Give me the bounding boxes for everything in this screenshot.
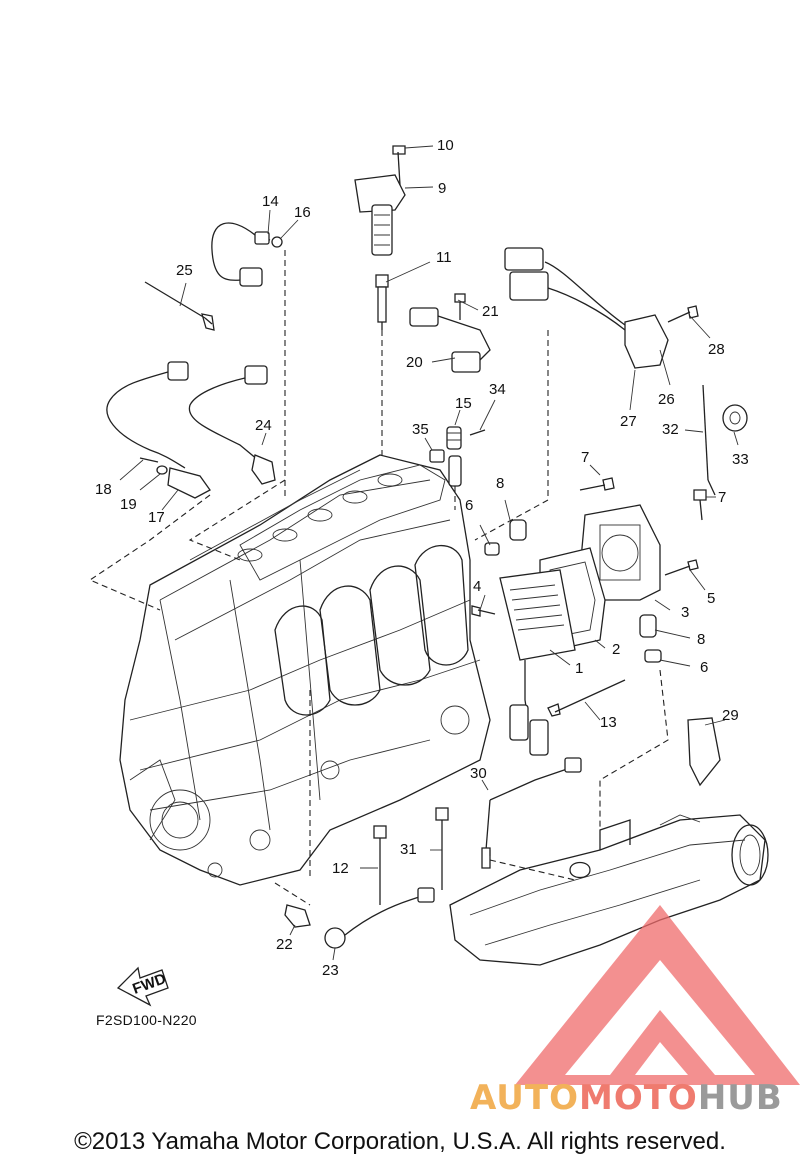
left-sensor-group	[88, 222, 286, 611]
callout-20: 20	[406, 354, 423, 371]
engine-block	[119, 454, 491, 886]
callout-4: 4	[473, 578, 481, 595]
callout-35: 35	[412, 421, 429, 438]
callout-1: 1	[575, 660, 583, 677]
callout-32: 32	[662, 421, 679, 438]
callout-19: 19	[120, 496, 137, 513]
bottom-sensor-group	[274, 669, 721, 949]
callout-numbers: 10 9 14 16 11 25 21 28 20 34 26 15 27 32…	[95, 137, 749, 979]
callout-6b: 6	[700, 659, 708, 676]
callout-33: 33	[732, 451, 749, 468]
callout-10: 10	[437, 137, 454, 154]
callout-7b: 7	[718, 489, 726, 506]
watermark-brand-part3: HUB	[697, 1078, 783, 1118]
callout-24: 24	[255, 417, 272, 434]
callout-8a: 8	[496, 475, 504, 492]
watermark-brand-part1: AUTO	[470, 1078, 579, 1118]
callout-28: 28	[708, 341, 725, 358]
callout-18: 18	[95, 481, 112, 498]
callout-7a: 7	[581, 449, 589, 466]
sensor-20-group	[409, 293, 491, 510]
callout-3: 3	[681, 604, 689, 621]
callout-31: 31	[400, 841, 417, 858]
callout-15: 15	[455, 395, 472, 412]
callout-16: 16	[294, 204, 311, 221]
diagram-code: F2SD100-N220	[96, 1012, 197, 1028]
callout-29: 29	[722, 707, 739, 724]
callout-leaders	[119, 145, 739, 961]
copyright-notice: ©2013 Yamaha Motor Corporation, U.S.A. A…	[74, 1128, 726, 1155]
callout-14: 14	[262, 193, 279, 210]
callout-27: 27	[620, 413, 637, 430]
callout-34: 34	[489, 381, 506, 398]
watermark-brand: AUTOMOTOHUB	[470, 1078, 783, 1118]
callout-25: 25	[176, 262, 193, 279]
callout-13: 13	[600, 714, 617, 731]
fwd-arrow: FWD	[116, 966, 169, 1007]
callout-8b: 8	[697, 631, 705, 648]
watermark-brand-part2: MOTO	[578, 1078, 698, 1118]
callout-17: 17	[148, 509, 165, 526]
callout-6a: 6	[465, 497, 473, 514]
callout-2: 2	[612, 641, 620, 658]
watermark-logo	[515, 905, 800, 1085]
harness-26-group	[474, 247, 748, 541]
ignition-coil-group	[354, 145, 406, 455]
callout-21: 21	[482, 303, 499, 320]
callout-12: 12	[332, 860, 349, 877]
callout-11: 11	[436, 249, 452, 266]
callout-22: 22	[276, 936, 293, 953]
callout-9: 9	[438, 180, 446, 197]
callout-30: 30	[470, 765, 487, 782]
callout-5: 5	[707, 590, 715, 607]
callout-23: 23	[322, 962, 339, 979]
throttle-body-assembly	[471, 477, 707, 756]
exhaust-manifold	[449, 814, 769, 966]
callout-26: 26	[658, 391, 675, 408]
